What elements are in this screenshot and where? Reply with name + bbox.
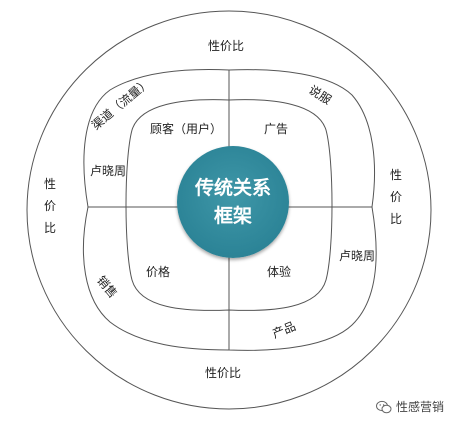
watermark: 性感营销: [376, 398, 444, 415]
label-customer: 顾客（用户）: [149, 122, 223, 136]
center-circle: [177, 146, 289, 258]
center-title-line1: 传统关系: [194, 177, 271, 199]
label-ad: 广告: [263, 122, 289, 136]
petal-top-left: [83, 69, 230, 208]
label-left-outer: 性价比: [43, 177, 56, 235]
center-title: 传统关系 框架: [183, 174, 283, 230]
label-top-outer: 性价比: [207, 39, 245, 53]
center-title-line2: 框架: [213, 205, 252, 227]
wechat-icon: [376, 400, 392, 413]
label-lu-right: 卢晓周: [338, 249, 376, 263]
petal-bottom-right: [228, 206, 377, 351]
label-price: 价格: [145, 265, 171, 279]
label-right-outer: 性价比: [389, 168, 402, 226]
watermark-text: 性感营销: [396, 400, 445, 414]
petal-bottom-left: [82, 206, 230, 351]
label-bottom-outer: 性价比: [204, 366, 242, 380]
petal-top-right: [228, 69, 376, 208]
outer-circle: [26, 10, 432, 410]
label-experience: 体验: [266, 265, 292, 279]
label-lu-left: 卢晓周: [89, 164, 127, 178]
